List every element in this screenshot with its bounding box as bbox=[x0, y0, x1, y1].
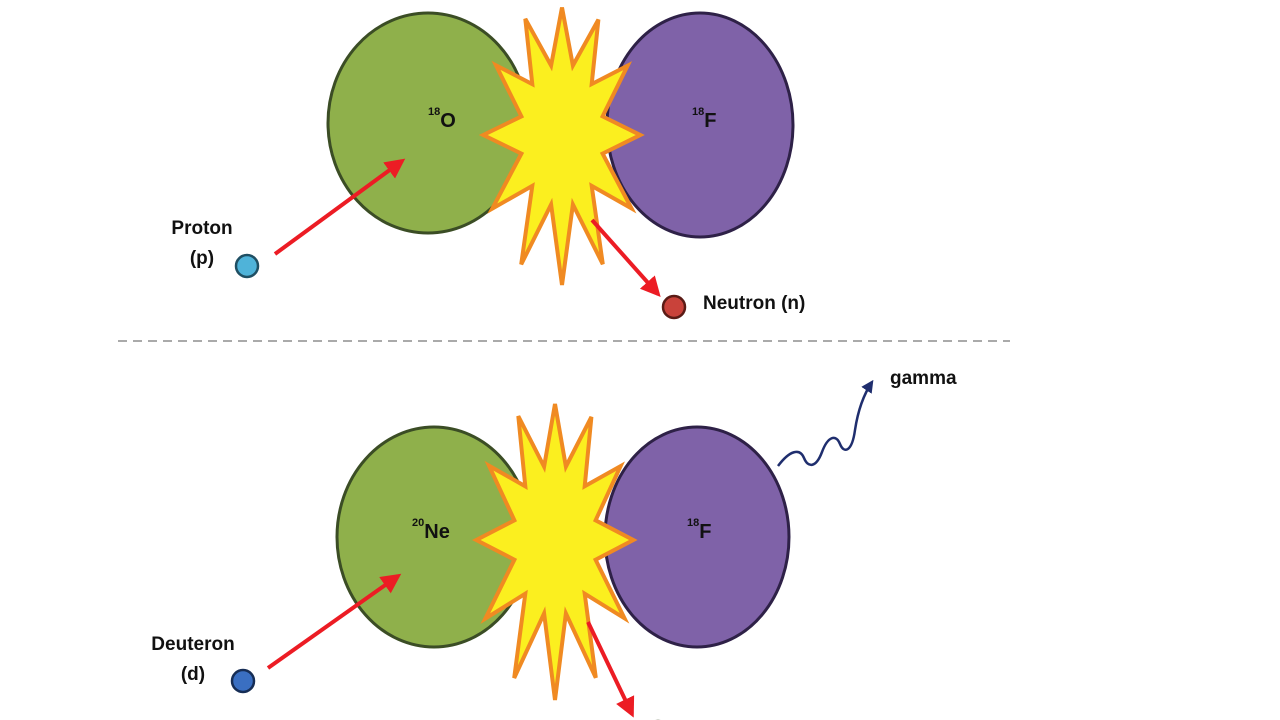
mass-number: 18 bbox=[428, 106, 440, 118]
deuteron-label: Deuteron bbox=[151, 634, 234, 655]
deuteron-symbol-label: (d) bbox=[181, 664, 205, 685]
gamma-wave bbox=[777, 379, 874, 467]
element-symbol: O bbox=[440, 110, 456, 132]
incoming-proton-arrow bbox=[273, 158, 406, 256]
mass-number: 18 bbox=[692, 106, 704, 118]
target-nucleus-label: 18O bbox=[428, 106, 456, 132]
gamma-label: gamma bbox=[890, 368, 957, 389]
element-symbol: F bbox=[704, 110, 716, 132]
neutron-label: Neutron (n) bbox=[703, 293, 805, 314]
fluorine-18-nucleus bbox=[605, 11, 795, 239]
outgoing-particle-arrow bbox=[586, 621, 635, 718]
collision-burst-top bbox=[478, 7, 645, 286]
incoming-deuteron-arrow bbox=[266, 573, 402, 670]
proton-particle bbox=[234, 253, 260, 279]
mass-number: 20 bbox=[412, 517, 424, 529]
proton-symbol-label: (p) bbox=[190, 248, 214, 269]
element-symbol: F bbox=[699, 521, 711, 543]
top-reaction: 18O 18F Proton (p) Neutron (n) bbox=[171, 7, 805, 320]
proton-label: Proton bbox=[171, 218, 232, 239]
collision-burst-bottom bbox=[471, 403, 638, 701]
outgoing-neutron-arrow bbox=[590, 218, 661, 297]
bottom-reaction: 20Ne 18F Deuteron (d) gamma bbox=[151, 368, 957, 720]
neutron-particle bbox=[661, 294, 687, 320]
product-nucleus-label: 18F bbox=[692, 106, 716, 132]
target-nucleus-label: 20Ne bbox=[412, 517, 450, 543]
deuteron-particle bbox=[230, 668, 256, 694]
fluorine-18-nucleus bbox=[603, 425, 791, 649]
product-nucleus-label: 18F bbox=[687, 517, 711, 543]
mass-number: 18 bbox=[687, 517, 699, 529]
element-symbol: Ne bbox=[424, 521, 450, 543]
